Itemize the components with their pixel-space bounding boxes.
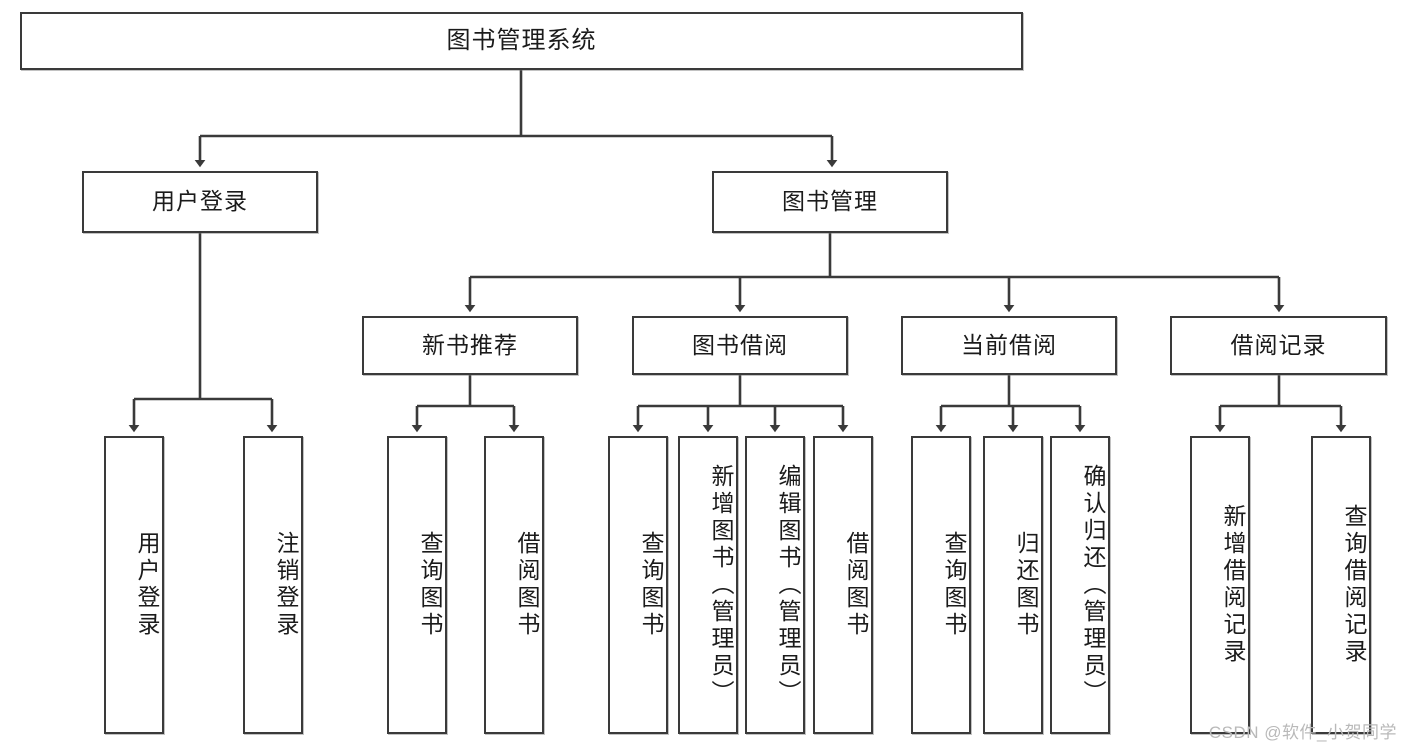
node-label: 图书管理系统 xyxy=(446,26,597,54)
leaf-borrow-book[interactable]: 借阅图书 xyxy=(813,436,873,734)
node-label: 借阅记录 xyxy=(1230,331,1327,358)
node-level3-new-book-recommend[interactable]: 新书推荐 xyxy=(362,316,578,375)
leaf-borrow-book-recommend[interactable]: 借阅图书 xyxy=(484,436,544,734)
leaf-query-book-recommend[interactable]: 查询图书 xyxy=(387,436,447,734)
node-label: 用户登录 xyxy=(152,188,248,215)
node-label: 查询图书 xyxy=(941,531,967,639)
leaf-add-book-admin[interactable]: 新增图书（管理员） xyxy=(678,436,738,734)
leaf-query-book-borrow[interactable]: 查询图书 xyxy=(608,436,668,734)
node-label: 注销登录 xyxy=(273,531,299,639)
leaf-return-book[interactable]: 归还图书 xyxy=(983,436,1043,734)
leaf-query-borrow-record[interactable]: 查询借阅记录 xyxy=(1311,436,1371,734)
node-label: 查询借阅记录 xyxy=(1341,504,1367,666)
node-label: 查询图书 xyxy=(417,531,443,639)
node-level2-user-login[interactable]: 用户登录 xyxy=(82,171,318,233)
node-label: 图书借阅 xyxy=(692,331,788,358)
leaf-logout[interactable]: 注销登录 xyxy=(243,436,303,734)
leaf-confirm-return-admin[interactable]: 确认归还（管理员） xyxy=(1050,436,1110,734)
node-root[interactable]: 图书管理系统 xyxy=(20,12,1023,70)
node-level3-current-borrow[interactable]: 当前借阅 xyxy=(901,316,1117,375)
leaf-add-borrow-record[interactable]: 新增借阅记录 xyxy=(1190,436,1250,734)
leaf-edit-book-admin[interactable]: 编辑图书（管理员） xyxy=(745,436,805,734)
node-label: 当前借阅 xyxy=(961,331,1057,358)
node-label: 确认归还（管理员） xyxy=(1080,463,1106,707)
node-label: 归还图书 xyxy=(1013,531,1039,639)
node-label: 图书管理 xyxy=(782,188,878,215)
node-label: 新增借阅记录 xyxy=(1220,504,1246,666)
leaf-user-login[interactable]: 用户登录 xyxy=(104,436,164,734)
node-label: 编辑图书（管理员） xyxy=(775,463,801,707)
watermark: CSDN @软件_小贺同学 xyxy=(1208,723,1397,742)
node-label: 新增图书（管理员） xyxy=(708,463,734,707)
node-label: 新书推荐 xyxy=(422,331,518,358)
node-label: 借阅图书 xyxy=(843,531,869,639)
node-level3-book-borrow[interactable]: 图书借阅 xyxy=(632,316,848,375)
leaf-query-book-current[interactable]: 查询图书 xyxy=(911,436,971,734)
node-label: 查询图书 xyxy=(638,531,664,639)
node-label: 借阅图书 xyxy=(514,531,540,639)
node-level3-borrow-record[interactable]: 借阅记录 xyxy=(1170,316,1387,375)
node-level2-book-management[interactable]: 图书管理 xyxy=(712,171,948,233)
node-label: 用户登录 xyxy=(134,531,160,639)
